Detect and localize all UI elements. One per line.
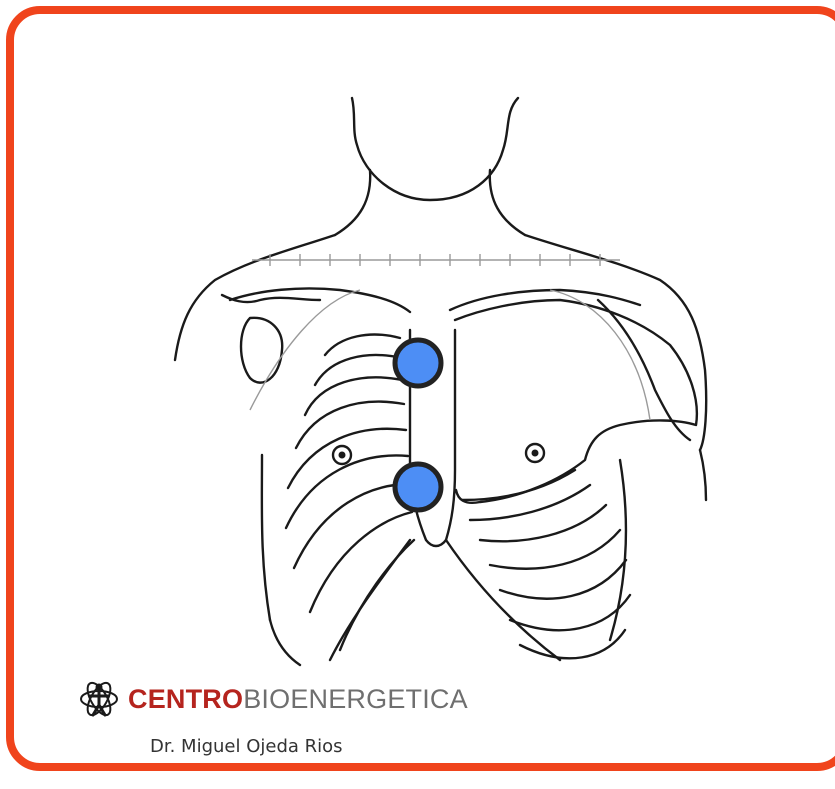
- brand-name-light: BIOENERGETICA: [243, 684, 468, 715]
- upper-point-marker: [395, 340, 441, 386]
- doctor-name: Dr. Miguel Ojeda Rios: [150, 736, 343, 757]
- figure-with-energy-rings-icon: [78, 678, 120, 720]
- jaw-outline: [352, 98, 518, 200]
- lower-point-marker: [395, 464, 441, 510]
- brand-name-bold: CENTRO: [128, 684, 243, 715]
- nipple-marks: [333, 444, 544, 464]
